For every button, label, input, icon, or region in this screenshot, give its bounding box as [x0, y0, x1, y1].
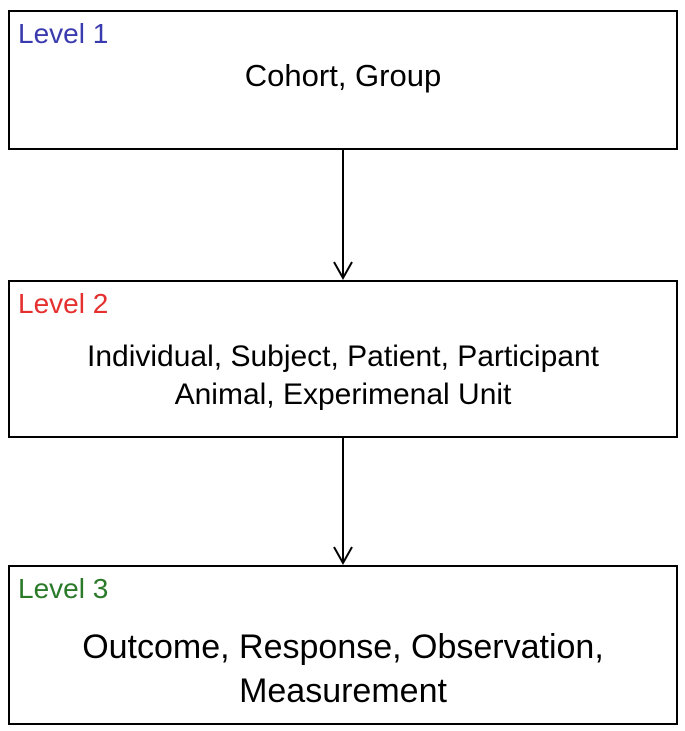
- level-3-line: Measurement: [239, 672, 447, 710]
- level-2-box: Level 2 Individual, Subject, Patient, Pa…: [8, 280, 678, 438]
- level-3-line: Outcome, Response, Observation,: [82, 628, 604, 666]
- level-2-line: Animal, Experimenal Unit: [174, 378, 512, 411]
- level-1-label: Level 1: [18, 18, 109, 49]
- level-1-line: Cohort, Group: [244, 58, 442, 93]
- level-3-text: Outcome, Response, Observation, Measurem…: [10, 625, 676, 713]
- level-2-line: Individual, Subject, Patient, Participan…: [87, 340, 599, 373]
- level-2-text: Individual, Subject, Patient, Participan…: [10, 338, 676, 414]
- level-1-text: Cohort, Group: [10, 56, 676, 96]
- level-2-label: Level 2: [18, 288, 109, 319]
- arrow-level-2-to-3: [333, 438, 353, 566]
- level-1-box: Level 1 Cohort, Group: [8, 10, 678, 150]
- arrow-level-1-to-2: [333, 150, 353, 281]
- level-3-box: Level 3 Outcome, Response, Observation, …: [8, 565, 678, 725]
- level-3-label: Level 3: [18, 573, 109, 604]
